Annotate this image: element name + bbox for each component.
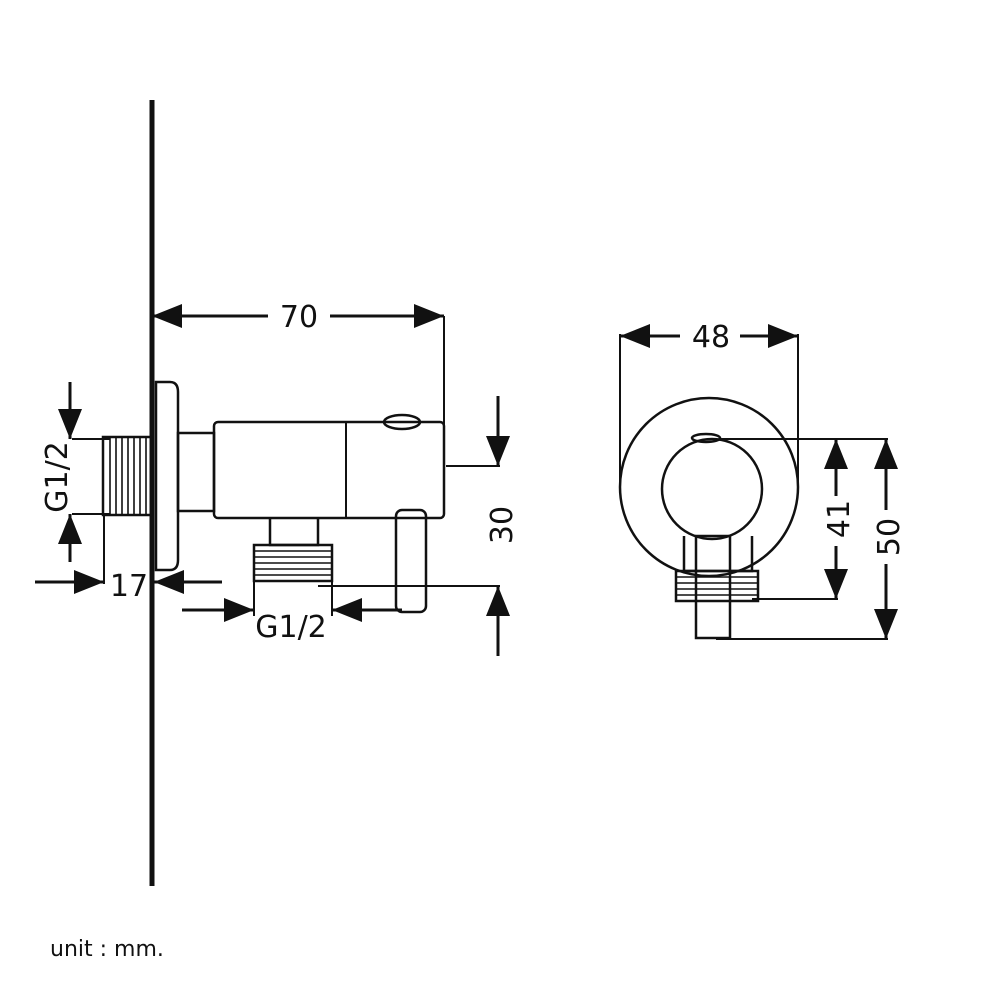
dim-17-label: 17	[110, 569, 148, 604]
front-flange-circle	[618, 396, 800, 578]
dim-41: 41	[820, 439, 857, 599]
dim-inlet-thread-label: G1/2	[40, 441, 75, 513]
dim-30: 30	[318, 396, 520, 656]
dim-50-label: 50	[872, 518, 907, 556]
dim-50: 50	[870, 439, 907, 639]
front-body-circle	[660, 437, 764, 541]
flange	[154, 380, 180, 572]
dim-outlet-thread: G1/2	[182, 581, 402, 645]
dim-41-label: 41	[822, 500, 857, 538]
dim-48: 48	[619, 320, 799, 492]
front-outlet	[674, 536, 760, 603]
dim-inlet-thread: G1/2	[40, 382, 110, 562]
dim-17: 17	[35, 515, 222, 604]
valve-body	[176, 413, 446, 520]
inlet-thread	[101, 435, 153, 517]
lever-handle	[394, 508, 428, 614]
side-view: 70 30 G1/2 17	[35, 100, 520, 886]
dim-30-label: 30	[485, 506, 520, 544]
dim-outlet-thread-label: G1/2	[255, 610, 327, 645]
dim-70: 70	[152, 300, 445, 466]
front-view: 48 41 50	[618, 320, 907, 640]
dim-70-label: 70	[280, 300, 318, 335]
outlet-thread	[252, 518, 334, 583]
unit-label: unit : mm.	[50, 937, 164, 962]
dim-48-label: 48	[692, 320, 730, 355]
front-lever	[694, 534, 732, 640]
